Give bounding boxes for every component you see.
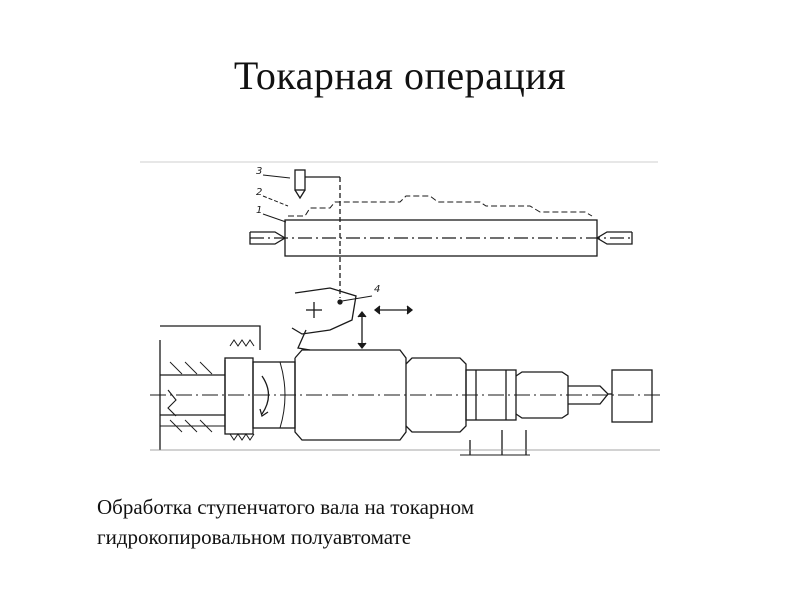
stepped-shaft (150, 349, 660, 441)
caption-line-1: Обработка ступенчатого вала на токарном (97, 495, 475, 519)
caption-line-2: гидрокопировальном полуавтомате (97, 525, 412, 549)
supports (460, 430, 530, 456)
chuck (159, 325, 261, 450)
lathe-diagram: 3 2 1 4 (130, 150, 670, 470)
right-center (595, 231, 633, 245)
copy-stylus (294, 169, 341, 298)
label-3: 3 (256, 166, 262, 177)
slide-title: Токарная операция (233, 53, 567, 98)
label-1: 1 (256, 205, 262, 216)
lathe-drawing: 3 2 1 4 (140, 161, 660, 456)
slide-caption: Обработка ступенчатого вала на токарном … (97, 492, 717, 552)
template-shaft (250, 219, 630, 257)
tool-holder (291, 287, 357, 351)
left-center (249, 231, 287, 245)
rotation-arrow (259, 375, 270, 418)
copy-profile (288, 195, 593, 217)
label-2: 2 (256, 187, 262, 198)
label-4: 4 (374, 284, 380, 295)
feed-arrows (357, 305, 414, 350)
